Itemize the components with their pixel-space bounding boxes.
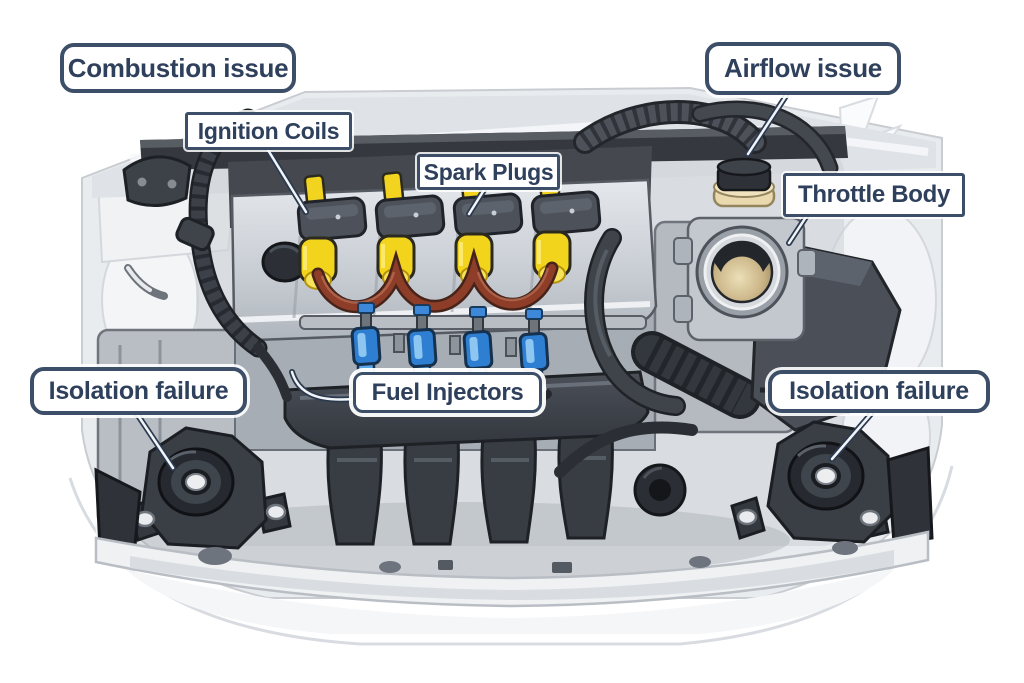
callout-spark-plugs: Spark Plugs — [417, 154, 560, 190]
engine-mount-right — [730, 420, 934, 546]
leader-fuel-injectors — [289, 369, 356, 403]
fuel-injector — [404, 304, 440, 398]
leader-isolation-right — [829, 411, 874, 462]
callout-combustion-issue: Combustion issue — [60, 43, 296, 93]
radiator-support — [94, 530, 930, 608]
fender-grommet — [122, 155, 192, 207]
leader-isolation-left — [134, 411, 176, 471]
leader-throttle-body — [786, 214, 809, 246]
throttle-body-part — [673, 216, 817, 342]
callout-fuel-injectors: Fuel Injectors — [353, 372, 542, 413]
callout-airflow-issue: Airflow issue — [705, 42, 901, 95]
leader-lines — [134, 93, 874, 471]
oil-filler-cap — [712, 157, 776, 208]
leader-airflow-issue — [745, 93, 789, 157]
leader-ignition-coils — [265, 147, 309, 215]
callout-isolation-failure-left: Isolation failure — [30, 367, 247, 415]
callout-ignition-coils: Ignition Coils — [185, 112, 352, 150]
leader-spark-plugs — [466, 187, 487, 217]
callout-throttle-body: Throttle Body — [783, 173, 965, 217]
engine-mount-left — [94, 426, 292, 558]
ignition-coil — [296, 174, 368, 290]
callout-isolation-failure-right: Isolation failure — [768, 370, 990, 413]
